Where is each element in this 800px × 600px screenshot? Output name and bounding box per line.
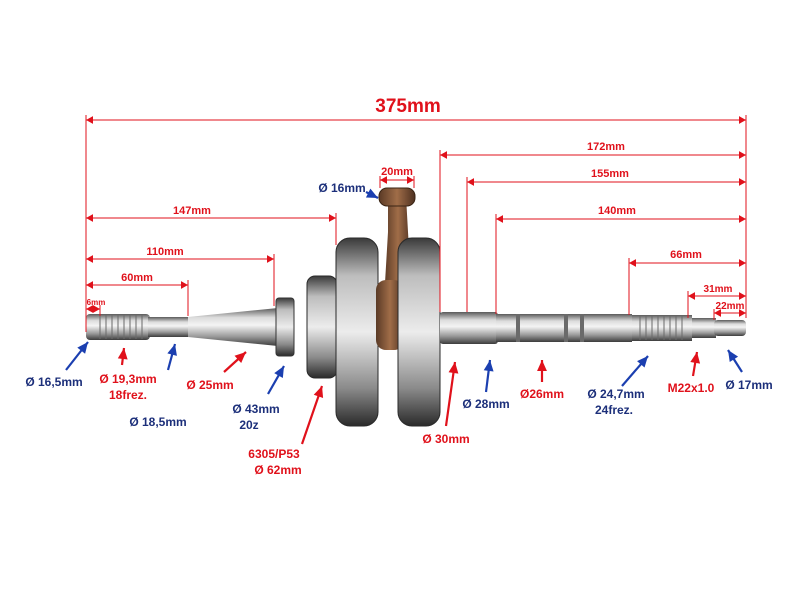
callout-shaft-right: Ø 28mm: [462, 397, 509, 411]
right-journal: [440, 312, 498, 344]
right-shaft-groove-3: [580, 314, 584, 342]
right-spline-shaft: [632, 315, 692, 341]
right-spline-teeth: [639, 316, 683, 340]
rod-big-end: [376, 280, 404, 350]
dimension-arrowhead: [86, 214, 93, 222]
dimension-arrowhead: [739, 309, 746, 317]
arrow-icon: [637, 356, 648, 368]
arrow-icon: [234, 352, 246, 364]
dim-31-label: 31mm: [704, 284, 733, 295]
arrow-icon: [728, 350, 739, 362]
left-plain-shaft: [148, 317, 190, 337]
dim-6-label: 6mm: [87, 298, 106, 307]
callout-rod-pin: Ø 16mm: [318, 181, 365, 195]
callout-spline-right-teeth: 24frez.: [595, 403, 633, 417]
sprocket: [275, 297, 295, 357]
dimension-arrowhead: [181, 281, 188, 289]
arrow-icon: [365, 188, 378, 198]
dimension-arrowhead: [739, 151, 746, 159]
dimension-arrowhead: [267, 255, 274, 263]
dimension-arrowhead: [407, 176, 414, 184]
dimension-arrowhead: [93, 305, 100, 313]
callout-thread: M22x1.0: [668, 381, 715, 395]
right-end: [714, 320, 746, 336]
callout-labels: Ø 16mm Ø 16,5mm Ø 19,3mm 18frez. Ø 18,5m…: [25, 181, 772, 477]
dim-155-label: 155mm: [591, 168, 629, 180]
dimension-arrowhead: [380, 176, 387, 184]
callout-sprocket-diameter: Ø 43mm: [232, 402, 279, 416]
dimension-arrowhead: [739, 292, 746, 300]
dimension-arrowhead: [86, 281, 93, 289]
left-flywheel: [335, 237, 379, 427]
callout-journal: Ø 30mm: [422, 432, 469, 446]
callout-sprocket-teeth: 20z: [239, 418, 258, 432]
callout-bearing-diameter: Ø 62mm: [254, 463, 301, 477]
arrow-icon: [690, 352, 701, 364]
dimension-arrowhead: [496, 215, 503, 223]
dim-22-label: 22mm: [716, 301, 745, 312]
dim-172-label: 172mm: [587, 141, 625, 153]
left-bearing-outer: [306, 275, 338, 379]
dimension-arrowhead: [329, 214, 336, 222]
dim-66-label: 66mm: [670, 249, 702, 261]
arrow-icon: [483, 360, 494, 372]
dimension-arrowhead: [739, 215, 746, 223]
dim-60-label: 60mm: [121, 272, 153, 284]
dim-overall-label: 375mm: [375, 96, 441, 117]
left-taper: [188, 308, 278, 346]
dimension-lines: [85, 115, 747, 332]
right-thread: [692, 318, 716, 338]
callout-spline-left-teeth: 18frez.: [109, 388, 147, 402]
right-flywheel: [397, 237, 441, 427]
dim-rod-width-label: 20mm: [381, 166, 413, 178]
arrow-icon: [537, 360, 547, 371]
dimension-arrowhead: [86, 255, 93, 263]
left-spline-teeth: [99, 315, 143, 339]
crankshaft-part: [86, 187, 746, 427]
arrow-icon: [313, 386, 324, 399]
arrow-icon: [167, 344, 177, 356]
callout-left-end: Ø 16,5mm: [25, 375, 82, 389]
dimension-arrowhead: [86, 305, 93, 313]
callout-shaft-left: Ø 18,5mm: [129, 415, 186, 429]
callout-taper: Ø 25mm: [186, 378, 233, 392]
dimension-arrowheads: [86, 116, 746, 317]
arrow-icon: [274, 366, 284, 379]
rod-small-end: [378, 187, 416, 207]
right-shaft-groove-1: [516, 314, 520, 342]
dim-140-label: 140mm: [598, 205, 636, 217]
dim-147-label: 147mm: [173, 205, 211, 217]
arrow-icon: [117, 348, 128, 360]
callout-spline-right-diameter: Ø 24,7mm: [587, 387, 644, 401]
callout-step-right: Ø26mm: [520, 387, 564, 401]
dimension-labels: 375mm 147mm 110mm 60mm 6mm 20mm 172mm 15…: [87, 96, 745, 312]
callout-right-end: Ø 17mm: [725, 378, 772, 392]
callout-bearing-type: 6305/P53: [248, 447, 300, 461]
dimension-arrowhead: [688, 292, 695, 300]
dimension-arrowhead: [739, 259, 746, 267]
dimension-arrowhead: [739, 178, 746, 186]
callout-arrows: [65, 188, 743, 445]
dimension-arrowhead: [440, 151, 447, 159]
dimension-arrowhead: [86, 116, 93, 124]
dimension-arrowhead: [714, 309, 721, 317]
dimension-arrowhead: [739, 116, 746, 124]
arrow-icon: [448, 362, 459, 374]
callout-spline-left-diameter: Ø 19,3mm: [99, 372, 156, 386]
dimension-arrowhead: [467, 178, 474, 186]
arrow-icon: [77, 342, 88, 354]
dim-110-label: 110mm: [146, 246, 184, 258]
dimension-arrowhead: [629, 259, 636, 267]
right-shaft-groove-2: [564, 314, 568, 342]
